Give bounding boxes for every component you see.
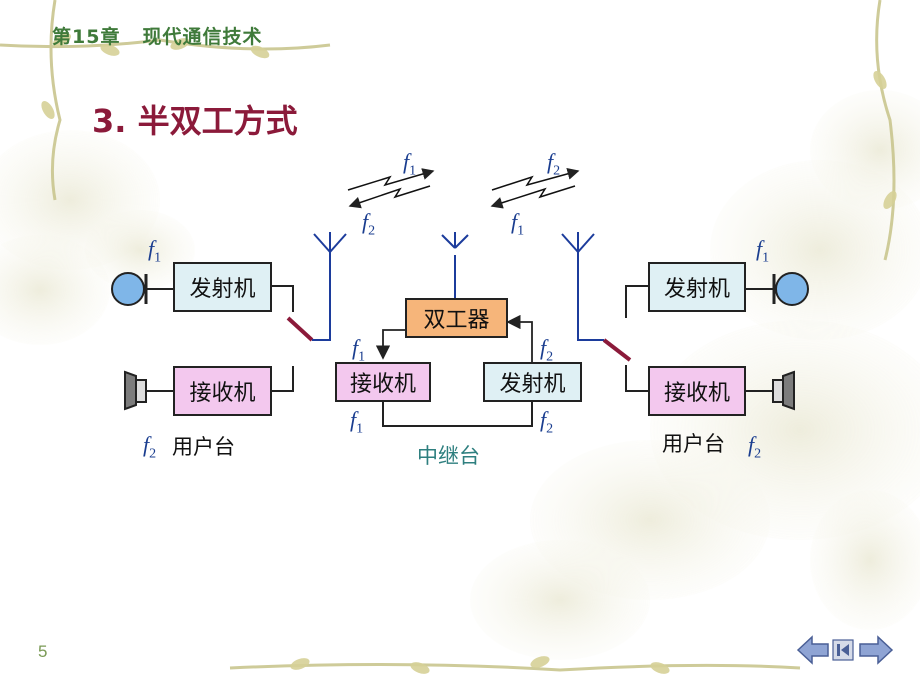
freq-relay-tx-bottom: f2 [540,407,554,437]
radio-link-left [347,168,435,209]
switch-left [286,316,314,342]
freq-left-tx: f1 [148,236,162,266]
switch-right [602,338,632,362]
freq-link-left-bottom: f2 [362,209,376,239]
right-receiver: 接收机 [648,366,746,416]
prev-arrow-icon[interactable] [796,635,829,665]
microphone-icon-left [111,272,145,306]
freq-link-right-bottom: f1 [511,209,525,239]
freq-link-left-top: f1 [403,149,417,179]
relay-station-label: 中继台 [417,444,480,468]
right-station-label: 用户台 [662,432,725,456]
relay-transmitter: 发射机 [483,362,582,402]
first-page-icon[interactable] [832,639,854,661]
freq-relay-rx-bottom: f1 [350,407,364,437]
freq-link-right-top: f2 [547,149,561,179]
right-transmitter: 发射机 [648,262,746,312]
relay-receiver: 接收机 [335,362,431,402]
microphone-icon-right [775,272,809,306]
antenna-icon-relay [441,232,469,249]
left-station-wiring [111,232,347,411]
freq-right-tx: f1 [756,236,770,266]
chapter-header: 第15章现代通信技术 [52,22,262,49]
page-number: 5 [38,642,48,661]
radio-link-right [490,167,580,209]
left-transmitter: 发射机 [173,262,272,312]
left-station-label: 用户台 [172,435,235,459]
slide-title: 3. 半双工方式 [92,102,298,140]
next-arrow-icon[interactable] [859,635,894,665]
left-receiver: 接收机 [173,366,272,416]
freq-relay-tx-top: f2 [540,335,554,365]
freq-relay-rx-top: f1 [352,335,366,365]
right-station-wiring [561,232,809,411]
freq-left-rx: f2 [143,432,157,462]
speaker-icon-left [124,370,137,411]
antenna-icon-left [313,232,347,253]
slide-navigation [796,635,894,665]
speaker-icon-right [782,370,795,411]
freq-right-rx: f2 [748,432,762,462]
relay-wiring [375,232,533,427]
chapter-number: 第15章 [52,26,121,48]
chapter-title: 现代通信技术 [142,26,263,48]
duplexer: 双工器 [405,298,508,338]
